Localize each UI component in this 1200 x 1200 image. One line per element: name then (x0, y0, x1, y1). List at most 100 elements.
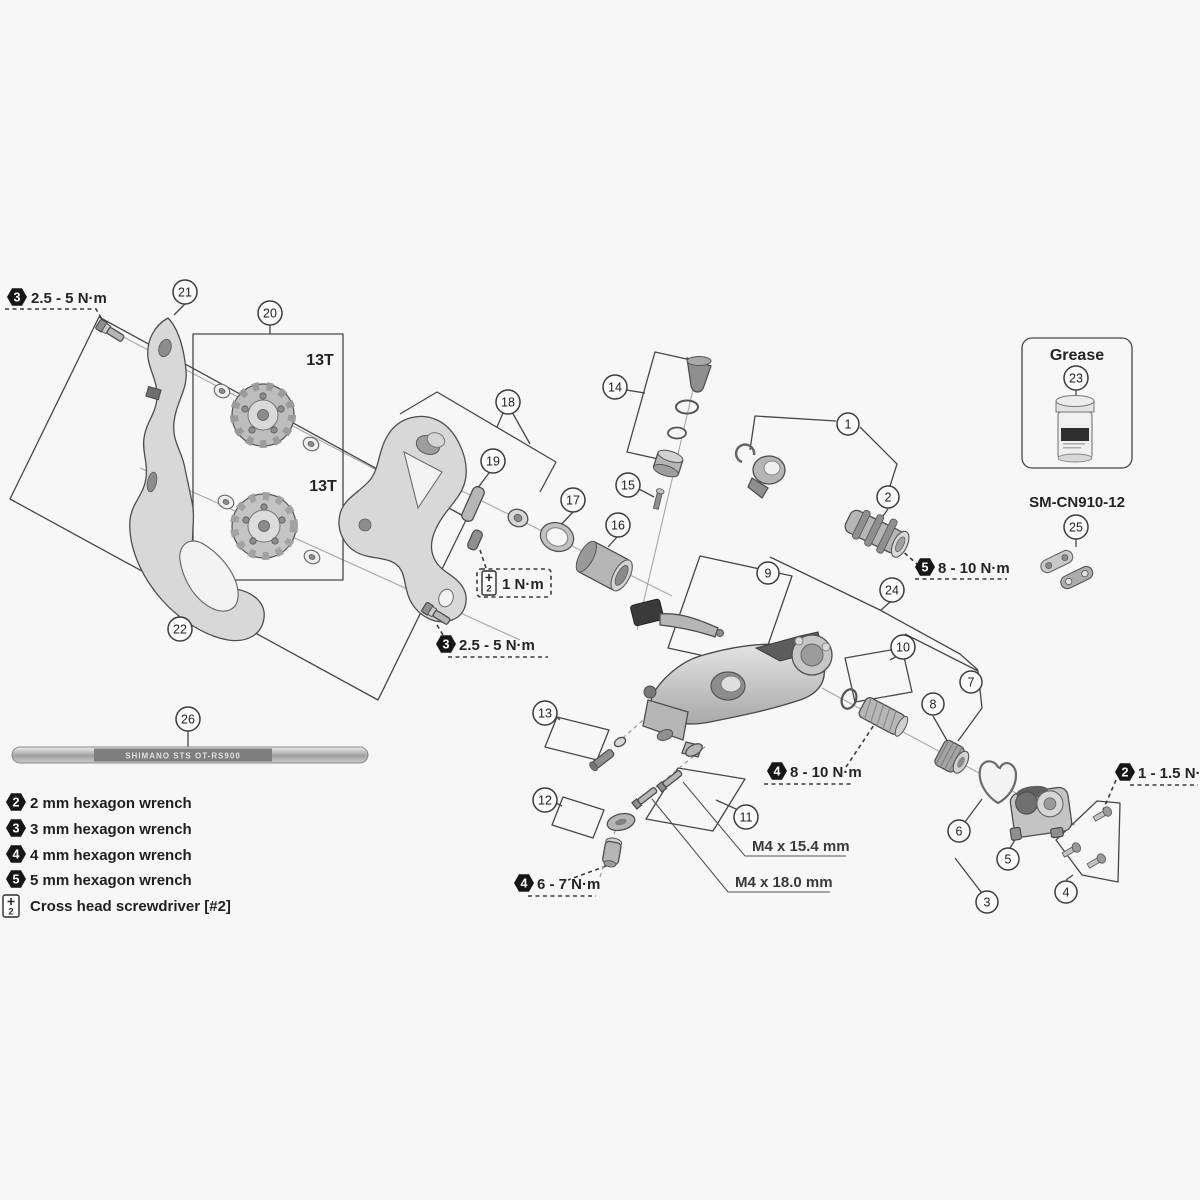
callouts: 1 2 3 4 5 6 7 8 9 10 11 12 13 14 15 16 1… (167, 279, 1089, 914)
knurled-cap (934, 739, 970, 774)
seal-ring (539, 521, 575, 553)
callout-12: 12 (532, 787, 558, 813)
torque-upper-plate: 2.5 - 5 N·m (31, 290, 107, 307)
plate-bolt-lower (421, 601, 451, 625)
callout-24: 24 (879, 577, 905, 603)
svg-text:23: 23 (1069, 372, 1083, 386)
callout-3: 3 (975, 890, 999, 914)
svg-text:11: 11 (740, 811, 753, 825)
svg-text:10: 10 (896, 641, 910, 655)
callout-18: 18 (495, 389, 521, 415)
hex-wrench-4-badge: 4 (514, 874, 534, 892)
group-box-22 (9, 316, 468, 701)
legend-item-label: Cross head screwdriver [#2] (30, 898, 231, 915)
callout-11: 11 (733, 804, 759, 830)
svg-text:8: 8 (930, 698, 937, 712)
legend-item-label: 5 mm hexagon wrench (30, 872, 192, 889)
torque-lower-plate: 2.5 - 5 N·m (459, 637, 535, 654)
pulley-lower-teeth-label: 13T (309, 478, 337, 495)
cable-print: SHIMANO STS OT-RS900 (125, 752, 241, 761)
bracket-24 (769, 556, 979, 671)
m4-screws (631, 743, 703, 810)
outer-plate (129, 317, 265, 642)
m4-long-label: M4 x 18.0 mm (735, 874, 833, 891)
callout-9: 9 (756, 561, 780, 585)
group-boxes (9, 316, 1133, 883)
callout-23: 23 (1063, 365, 1089, 391)
torque-cover-screw: 1 - 1.5 N·m (1138, 765, 1200, 782)
plate-axle-pins (461, 486, 485, 551)
svg-text:2: 2 (1122, 765, 1129, 779)
group-box-10 (844, 647, 913, 703)
svg-text:9: 9 (765, 567, 772, 581)
svg-text:20: 20 (263, 307, 277, 321)
svg-text:2: 2 (885, 491, 892, 505)
callout-16: 16 (605, 512, 631, 538)
svg-text:18: 18 (501, 396, 515, 410)
chain-quick-link (1040, 549, 1094, 590)
svg-text:3: 3 (443, 637, 450, 651)
motor-unit (1009, 785, 1073, 841)
callout-14: 14 (602, 374, 628, 400)
svg-text:2: 2 (486, 584, 491, 595)
svg-text:4: 4 (1063, 886, 1070, 900)
svg-text:26: 26 (181, 713, 195, 727)
bracket-1-right (859, 426, 898, 487)
gasket (978, 760, 1018, 805)
callout-6: 6 (947, 819, 971, 843)
svg-text:5: 5 (1005, 853, 1012, 867)
cable-plate (606, 812, 636, 832)
svg-text:5: 5 (13, 872, 20, 886)
crosshead-screwdriver-icon: 2 (481, 570, 497, 596)
grease-box (1021, 337, 1133, 469)
svg-text:5: 5 (922, 560, 929, 574)
derailleur-body (642, 631, 833, 758)
svg-text:25: 25 (1069, 521, 1083, 535)
legend-hex-5-icon: 5 (6, 870, 26, 888)
svg-text:17: 17 (566, 494, 580, 508)
legend-hex-4-icon: 4 (6, 845, 26, 863)
svg-text:16: 16 (611, 519, 625, 533)
svg-text:3: 3 (13, 821, 20, 835)
legend-item-label: 2 mm hexagon wrench (30, 795, 192, 812)
chain-model-label: SM-CN910-12 (1029, 494, 1125, 511)
callout-13: 13 (532, 700, 558, 726)
group-box-11 (645, 767, 746, 832)
bracket-axle-unit (734, 443, 786, 499)
pulley-upper (213, 382, 320, 452)
svg-text:4: 4 (521, 876, 528, 890)
torque-mounting-bolt: 8 - 10 N·m (938, 560, 1010, 577)
hex-wrench-5-badge: 5 (915, 558, 935, 576)
callout-25: 25 (1063, 514, 1089, 540)
callout-2: 2 (876, 485, 900, 509)
bracket-1-left (749, 415, 837, 451)
svg-text:15: 15 (621, 479, 635, 493)
legend-crosshead-screwdriver-icon: 2 (2, 894, 20, 918)
callout-1: 1 (836, 412, 860, 436)
plate-bolt-upper (95, 318, 125, 342)
callout-20: 20 (257, 300, 283, 326)
legend-hex-3-icon: 3 (6, 819, 26, 837)
svg-text:3: 3 (14, 290, 21, 304)
stabilizer-lever (630, 598, 724, 638)
callout-17: 17 (560, 487, 586, 513)
callout-5: 5 (996, 847, 1020, 871)
group-box-20 (192, 333, 344, 581)
m4-short-label: M4 x 15.4 mm (752, 838, 850, 855)
wire-fixing-bolt (602, 837, 623, 868)
svg-text:21: 21 (178, 286, 192, 300)
hex-wrench-3-badge: 3 (436, 635, 456, 653)
callout-26: 26 (175, 706, 201, 732)
group-box-14 (626, 351, 701, 463)
callout-10: 10 (890, 634, 916, 660)
hex-wrench-2-badge: 2 (1115, 763, 1135, 781)
hex-wrench-3-badge: 3 (7, 288, 27, 306)
adjust-bolt-unit (652, 356, 712, 478)
legend-hex-2-icon: 2 (6, 793, 26, 811)
torque-wire-fixing: 6 - 7 N·m (537, 876, 600, 893)
inner-plate (338, 415, 467, 623)
hex-wrench-4-badge: 4 (767, 762, 787, 780)
svg-text:7: 7 (968, 676, 975, 690)
pulley-upper-teeth-label: 13T (306, 352, 334, 369)
